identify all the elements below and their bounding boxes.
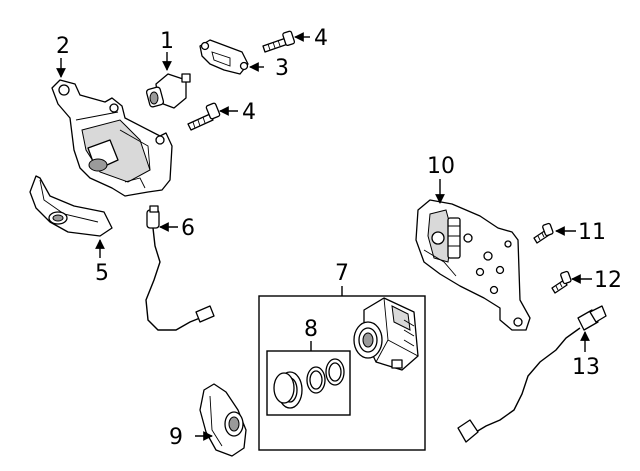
callout-7: 7 — [335, 261, 349, 286]
mount-plate-part-10[interactable] — [415, 199, 531, 331]
harness-part-6[interactable] — [145, 205, 215, 331]
callout-13: 13 — [572, 355, 600, 380]
callout-8: 8 — [304, 317, 318, 342]
callout-4-lower: 4 — [242, 100, 256, 125]
seal-kit-part-8[interactable] — [266, 341, 351, 416]
callout-4-upper: 4 — [314, 26, 328, 51]
camera-module-part-7[interactable] — [353, 297, 419, 371]
callout-1: 1 — [160, 29, 174, 54]
cover-part-5[interactable] — [29, 175, 113, 237]
gasket-part-3[interactable] — [199, 39, 249, 75]
bolt-part-4-upper[interactable] — [262, 30, 296, 53]
callout-9: 9 — [169, 425, 183, 450]
callout-11: 11 — [578, 220, 606, 245]
callout-5: 5 — [95, 261, 109, 286]
bracket-part-2[interactable] — [51, 79, 173, 197]
callout-leaders — [56, 32, 592, 441]
callout-10: 10 — [427, 154, 455, 179]
callout-2: 2 — [56, 34, 70, 59]
callout-labels: 2 1 3 4 4 5 6 7 8 9 10 11 12 13 — [56, 26, 622, 450]
bezel-part-9[interactable] — [199, 383, 247, 457]
callout-12: 12 — [594, 268, 622, 293]
callout-6: 6 — [181, 216, 195, 241]
sensor-part-1[interactable] — [145, 73, 191, 109]
harness-part-13[interactable] — [457, 305, 607, 443]
assembly-box-part-7 — [258, 286, 426, 451]
callout-3: 3 — [275, 56, 289, 81]
screw-part-12[interactable] — [551, 270, 572, 294]
screw-part-11[interactable] — [533, 222, 554, 244]
bolt-part-4-lower[interactable] — [187, 102, 221, 131]
